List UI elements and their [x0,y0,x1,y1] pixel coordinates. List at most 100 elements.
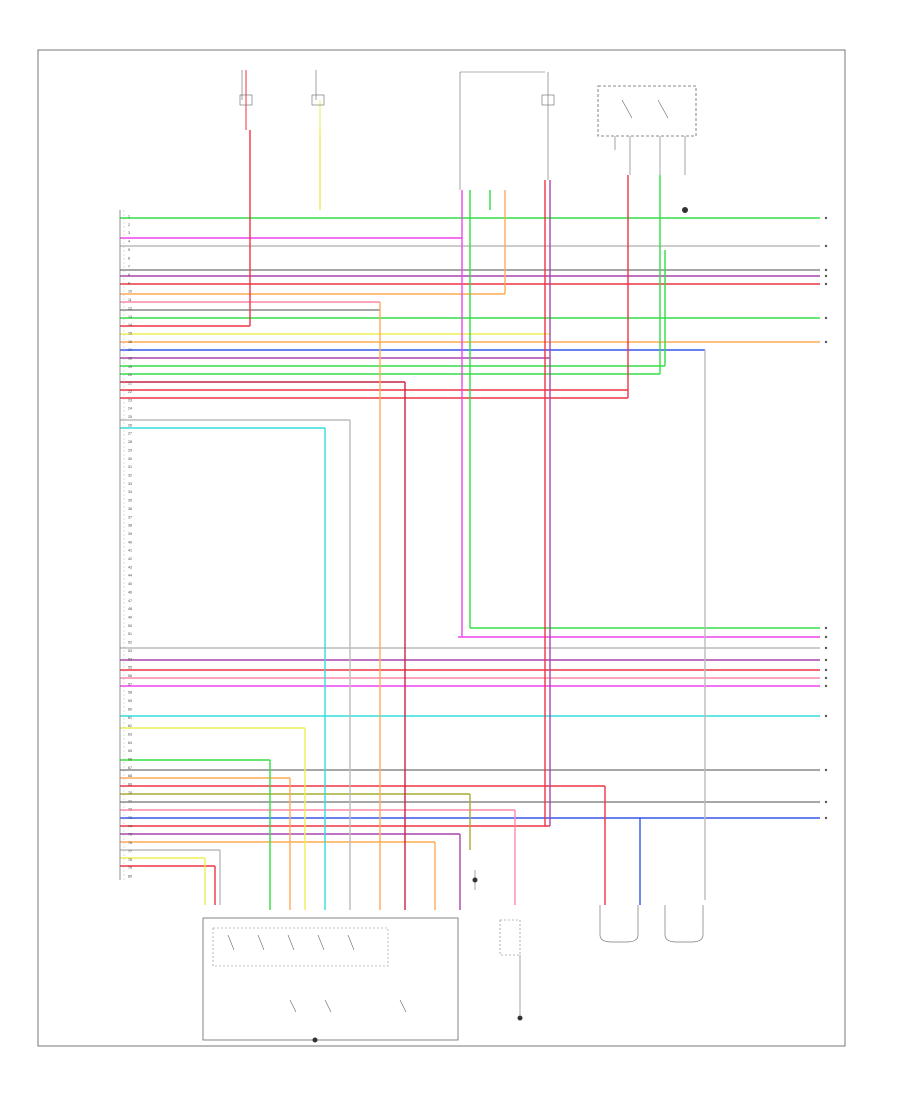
pin-number: 8 [128,273,130,277]
pin-number: 74 [128,824,132,828]
pin-number: 60 [128,707,132,711]
pin-number: 9 [128,281,130,285]
switch-lower-middle [472,870,523,1021]
pin-number: 75 [128,833,132,837]
pin-number: 31 [128,465,132,469]
diagram-border [37,49,846,1047]
terminal-dot [824,268,828,272]
pin-number: 12 [128,306,132,310]
pin-number: 72 [128,808,132,812]
pin-number: 13 [128,315,132,319]
pin-number: 76 [128,841,132,845]
pin-number: 61 [128,716,132,720]
pin-number: 35 [128,499,132,503]
pin-number: 69 [128,783,132,787]
pin-number: 70 [128,791,132,795]
pin-number: 4 [128,240,130,244]
terminal-dot [824,646,828,650]
pin-number: 40 [128,540,132,544]
pin-number: 46 [128,590,132,594]
terminal-dot [824,768,828,772]
terminal-dot [824,274,828,278]
pin-number: 24 [128,407,132,411]
pin-number: 71 [128,799,132,803]
terminal-dot [824,668,828,672]
terminal-dot [824,316,828,320]
pin-number: 64 [128,741,132,745]
pin-number: 55 [128,666,132,670]
terminal-dot [824,635,828,639]
pin-number: 68 [128,774,132,778]
pin-number: 62 [128,724,132,728]
pin-number: 73 [128,816,132,820]
terminal-dot [824,340,828,344]
pin-number: 25 [128,415,132,419]
terminal-dot [824,626,828,630]
terminal-dot [824,816,828,820]
pin-number: 49 [128,616,132,620]
pin-number: 52 [128,641,132,645]
pin-number: 11 [128,298,132,302]
top-fuse-middle [311,70,325,130]
pin-number: 78 [128,858,132,862]
terminal-dot [824,714,828,718]
pin-number: 2 [128,223,130,227]
pin-number: 57 [128,682,132,686]
pin-number: 15 [128,331,132,335]
pin-number: 22 [128,390,132,394]
relay-box [597,85,697,213]
pin-number: 43 [128,565,132,569]
pin-number: 39 [128,532,132,536]
pin-number: 51 [128,632,132,636]
pcm-connector-pins: 1234567891011121314151617181920212223242… [128,215,132,879]
pin-number: 16 [128,340,132,344]
top-fuse-right [459,71,555,190]
pin-number: 67 [128,766,132,770]
pin-number: 66 [128,758,132,762]
pin-number: 30 [128,457,132,461]
pin-number: 23 [128,398,132,402]
terminal-dot [824,244,828,248]
pin-number: 18 [128,357,132,361]
pin-number: 29 [128,448,132,452]
right-terminals [824,216,828,820]
pin-number: 14 [128,323,132,327]
transmission-connector [202,917,459,1043]
terminal-dot [824,684,828,688]
speed-sensor-right [664,905,704,943]
pin-number: 50 [128,624,132,628]
top-fuse-left [239,70,253,130]
terminal-dot [824,800,828,804]
pin-number: 10 [128,290,132,294]
pin-number: 38 [128,524,132,528]
pin-number: 77 [128,849,132,853]
pin-number: 42 [128,557,132,561]
pin-number: 3 [128,231,130,235]
pin-number: 6 [128,256,130,260]
pin-number: 44 [128,574,132,578]
pin-number: 27 [128,432,132,436]
terminal-dot [824,676,828,680]
pin-number: 26 [128,423,132,427]
pin-number: 5 [128,248,130,252]
pin-number: 56 [128,674,132,678]
pin-number: 21 [128,382,132,386]
pin-number: 28 [128,440,132,444]
pin-number: 80 [128,875,132,879]
pin-number: 79 [128,866,132,870]
pin-number: 36 [128,507,132,511]
pin-number: 17 [128,348,132,352]
pin-number: 7 [128,265,130,269]
vertical-wires [204,130,706,910]
pin-number: 63 [128,732,132,736]
pin-number: 53 [128,649,132,653]
pin-number: 33 [128,482,132,486]
pin-number: 34 [128,490,132,494]
pin-number: 58 [128,691,132,695]
pin-number: 48 [128,607,132,611]
pin-number: 1 [128,215,130,219]
speed-sensor-left [599,905,639,943]
pin-number: 37 [128,515,132,519]
pin-number: 59 [128,699,132,703]
